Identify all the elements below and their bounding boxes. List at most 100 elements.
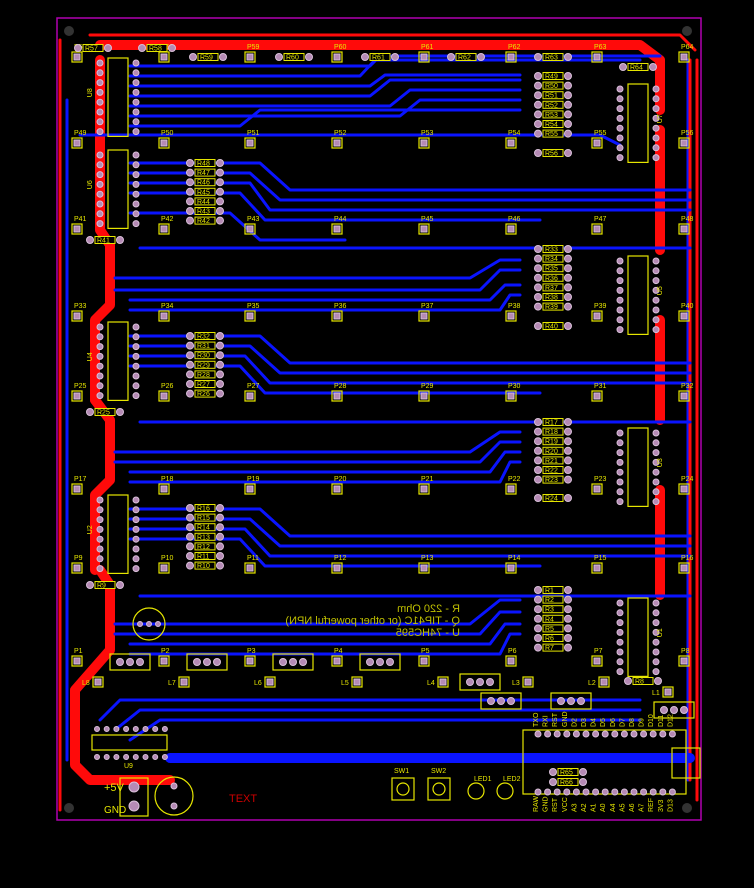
connector-p56[interactable]: P56 <box>678 130 694 149</box>
resistor-r35[interactable]: R35 <box>534 264 572 273</box>
connector-p46[interactable]: P46 <box>505 216 521 235</box>
resistor-r15[interactable]: R15 <box>186 513 224 522</box>
connector-p35[interactable]: P35 <box>244 303 260 322</box>
connector-l3[interactable]: L3 <box>512 676 534 688</box>
connector-p15[interactable]: P15 <box>591 555 607 574</box>
connector-p10[interactable]: P10 <box>158 555 174 574</box>
connector-p3[interactable]: P3 <box>244 648 256 667</box>
resistor-r49[interactable]: R49 <box>534 72 572 81</box>
resistor-r44[interactable]: R44 <box>186 197 224 206</box>
connector-p48[interactable]: P48 <box>678 216 694 235</box>
resistor-r50[interactable]: R50 <box>534 81 572 90</box>
connector-p32[interactable]: P32 <box>678 383 694 402</box>
resistor-r31[interactable]: R31 <box>186 341 224 350</box>
power-pad-5v[interactable] <box>128 781 140 793</box>
connector-p29[interactable]: P29 <box>418 383 434 402</box>
resistor-r26[interactable]: R26 <box>186 389 224 398</box>
resistor-r38[interactable]: R38 <box>534 293 572 302</box>
resistor-r63[interactable]: R63 <box>534 53 572 62</box>
resistor-r52[interactable]: R52 <box>534 100 572 109</box>
resistor-r65[interactable]: R65 <box>549 768 587 777</box>
resistor-r17[interactable]: R17 <box>534 418 572 427</box>
resistor-r60[interactable]: R60 <box>275 53 313 62</box>
resistor-r58[interactable]: R58 <box>138 44 176 53</box>
connector-p64[interactable]: P64 <box>678 44 694 63</box>
resistor-r8[interactable]: R8 <box>624 677 662 686</box>
resistor-r59[interactable]: R59 <box>189 53 227 62</box>
connector-p37[interactable]: P37 <box>418 303 434 322</box>
connector-l4[interactable]: L4 <box>427 676 449 688</box>
cap-pad[interactable] <box>170 802 178 810</box>
resistor-r66[interactable]: R66 <box>549 778 587 787</box>
resistor-r5[interactable]: R5 <box>534 624 572 633</box>
connector-p2[interactable]: P2 <box>158 648 170 667</box>
connector-l6[interactable]: L6 <box>254 676 276 688</box>
connector-l7[interactable]: L7 <box>168 676 190 688</box>
switch-sw1-button[interactable] <box>396 782 410 796</box>
resistor-r64[interactable]: R64 <box>619 63 657 72</box>
connector-l8[interactable]: L8 <box>82 676 104 688</box>
connector-p38[interactable]: P38 <box>505 303 521 322</box>
connector-p62[interactable]: P62 <box>505 44 521 63</box>
resistor-r3[interactable]: R3 <box>534 605 572 614</box>
resistor-r9[interactable]: R9 <box>86 581 124 590</box>
connector-p63[interactable]: P63 <box>591 44 607 63</box>
connector-p54[interactable]: P54 <box>505 130 521 149</box>
resistor-r28[interactable]: R28 <box>186 370 224 379</box>
resistor-r43[interactable]: R43 <box>186 207 224 216</box>
connector-p55[interactable]: P55 <box>591 130 607 149</box>
connector-p40[interactable]: P40 <box>678 303 694 322</box>
connector-p42[interactable]: P42 <box>158 216 174 235</box>
connector-p47[interactable]: P47 <box>591 216 607 235</box>
connector-p6[interactable]: P6 <box>505 648 517 667</box>
resistor-r25[interactable]: R25 <box>86 408 124 417</box>
resistor-r33[interactable]: R33 <box>534 245 572 254</box>
connector-p19[interactable]: P19 <box>244 476 260 495</box>
connector-p17[interactable]: P17 <box>71 476 87 495</box>
resistor-r12[interactable]: R12 <box>186 542 224 551</box>
resistor-r62[interactable]: R62 <box>447 53 485 62</box>
resistor-r13[interactable]: R13 <box>186 532 224 541</box>
resistor-r2[interactable]: R2 <box>534 595 572 604</box>
resistor-r21[interactable]: R21 <box>534 456 572 465</box>
connector-p61[interactable]: P61 <box>418 44 434 63</box>
connector-p5[interactable]: P5 <box>418 648 430 667</box>
connector-p30[interactable]: P30 <box>505 383 521 402</box>
connector-p12[interactable]: P12 <box>331 555 347 574</box>
connector-p53[interactable]: P53 <box>418 130 434 149</box>
resistor-r55[interactable]: R55 <box>534 129 572 138</box>
connector-l2[interactable]: L2 <box>588 676 610 688</box>
cap-pad[interactable] <box>170 782 178 790</box>
resistor-r42[interactable]: R42 <box>186 216 224 225</box>
resistor-r61[interactable]: R61 <box>361 53 399 62</box>
switch-sw2-button[interactable] <box>432 782 446 796</box>
resistor-r27[interactable]: R27 <box>186 380 224 389</box>
connector-p22[interactable]: P22 <box>505 476 521 495</box>
connector-p60[interactable]: P60 <box>331 44 347 63</box>
switch-sw1[interactable] <box>391 777 415 801</box>
resistor-r22[interactable]: R22 <box>534 466 572 475</box>
connector-p14[interactable]: P14 <box>505 555 521 574</box>
connector-p33[interactable]: P33 <box>71 303 87 322</box>
connector-p43[interactable]: P43 <box>244 216 260 235</box>
connector-p7[interactable]: P7 <box>591 648 603 667</box>
resistor-r7[interactable]: R7 <box>534 643 572 652</box>
resistor-r1[interactable]: R1 <box>534 586 572 595</box>
connector-p28[interactable]: P28 <box>331 383 347 402</box>
connector-p49[interactable]: P49 <box>71 130 87 149</box>
resistor-r45[interactable]: R45 <box>186 187 224 196</box>
resistor-r53[interactable]: R53 <box>534 110 572 119</box>
connector-p1[interactable]: P1 <box>71 648 83 667</box>
resistor-r4[interactable]: R4 <box>534 614 572 623</box>
resistor-r24[interactable]: R24 <box>534 494 572 503</box>
connector-p51[interactable]: P51 <box>244 130 260 149</box>
connector-p11[interactable]: P11 <box>244 555 259 574</box>
resistor-r14[interactable]: R14 <box>186 523 224 532</box>
connector-p25[interactable]: P25 <box>71 383 87 402</box>
resistor-r30[interactable]: R30 <box>186 351 224 360</box>
switch-sw2[interactable] <box>427 777 451 801</box>
connector-p45[interactable]: P45 <box>418 216 434 235</box>
connector-p39[interactable]: P39 <box>591 303 607 322</box>
resistor-r51[interactable]: R51 <box>534 91 572 100</box>
resistor-r23[interactable]: R23 <box>534 475 572 484</box>
